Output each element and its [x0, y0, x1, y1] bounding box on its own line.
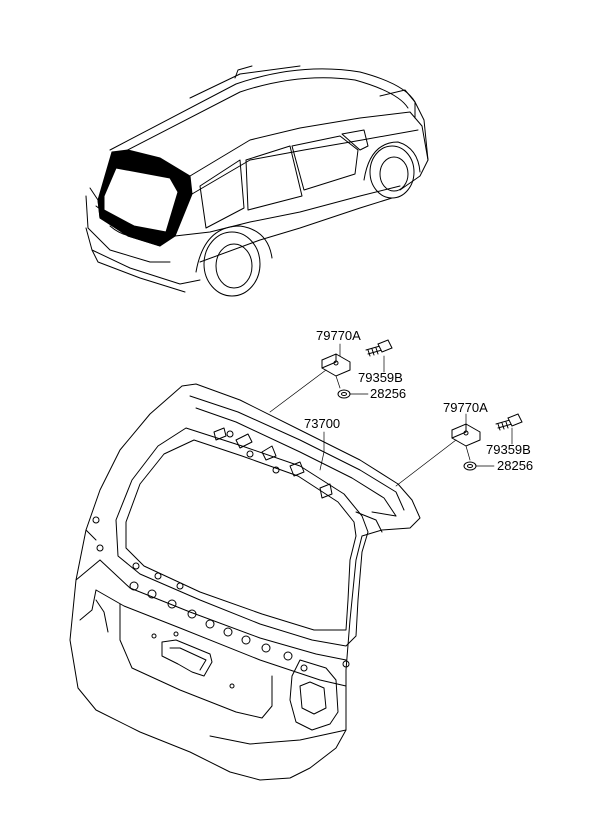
window-opening: [115, 427, 369, 647]
label-bolt-right: 79359B: [486, 442, 531, 457]
bolt-right-icon: [495, 419, 513, 429]
nut-right-icon: [463, 461, 477, 471]
label-bracket-right: 79770A: [443, 400, 488, 415]
label-tailgate: 73700: [304, 416, 340, 431]
label-nut-left: 28256: [370, 386, 406, 401]
vehicle-illustration: [85, 65, 429, 297]
license-plate-recess: [119, 603, 273, 719]
hardware-set-right: [395, 413, 523, 487]
hardware-set-left: [269, 339, 393, 413]
nut-left-icon: [337, 389, 351, 399]
tailgate-outer: [69, 383, 421, 781]
label-bracket-left: 79770A: [316, 328, 361, 343]
bolt-left-icon: [365, 345, 383, 355]
label-bolt-left: 79359B: [358, 370, 403, 385]
panel-holes: [92, 516, 293, 661]
label-nut-right: 28256: [497, 458, 533, 473]
tailgate-illustration: [69, 383, 421, 781]
